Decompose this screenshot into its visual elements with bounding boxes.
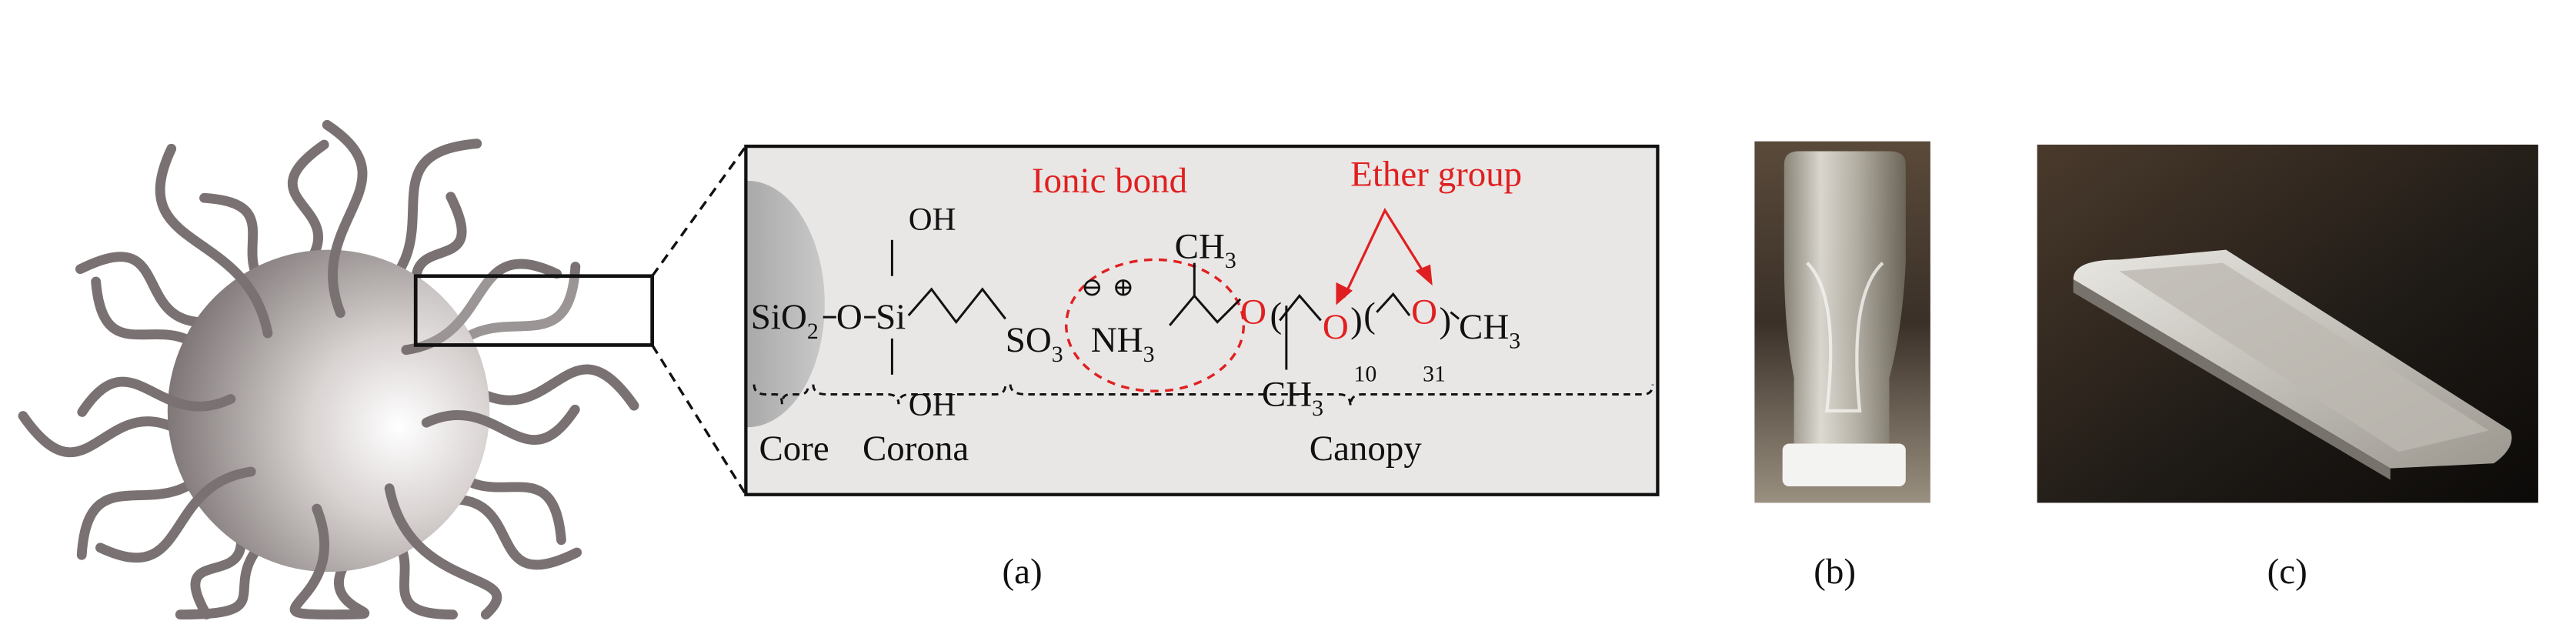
- polymer-chains-front: [77, 119, 580, 620]
- ether-oxygen-1: O: [1240, 292, 1266, 332]
- oxygen-link: O: [836, 297, 863, 337]
- polymer-chain: [469, 364, 639, 411]
- zoom-line-bottom: [651, 344, 747, 496]
- sulfonate-group: SO3: [1006, 320, 1063, 367]
- polymer-chain: [18, 411, 188, 458]
- polymer-chain: [411, 192, 467, 298]
- repeat-bracket-close-2: ): [1439, 300, 1451, 340]
- glass-vial: [1784, 151, 1906, 447]
- ether-group-label: Ether group: [1350, 154, 1522, 194]
- ammonium-group: NH3: [1091, 320, 1155, 367]
- polymer-chain: [401, 259, 562, 356]
- vial-cap: [1782, 443, 1906, 487]
- polymer-chain: [75, 252, 215, 327]
- panel-label-b: (b): [1814, 552, 1856, 592]
- polymer-chain: [289, 503, 335, 620]
- region-canopy-label: Canopy: [1310, 429, 1423, 469]
- silicon-atom: Si: [876, 297, 906, 337]
- hydroxyl-top: OH: [909, 202, 956, 238]
- tray-photo: [2037, 144, 2538, 503]
- ionic-bond-label: Ionic bond: [1032, 161, 1187, 201]
- polymer-chain: [384, 483, 502, 620]
- core-shape: [747, 180, 825, 428]
- repeat-bracket-open-2: (: [1363, 295, 1376, 336]
- sio2-label: SiO2: [751, 297, 819, 344]
- highlight-box: [413, 274, 655, 347]
- vial-photo: [1754, 141, 1930, 503]
- positive-charge: ⊕: [1113, 273, 1135, 302]
- zoom-line-top: [651, 145, 747, 277]
- region-corona-label: Corona: [863, 429, 969, 469]
- polymer-chain: [155, 143, 273, 339]
- ether-arrows: [1336, 208, 1433, 305]
- nanoparticle-illustration: [18, 119, 747, 620]
- negative-charge: ⊖: [1081, 273, 1103, 302]
- region-core-label: Core: [759, 429, 829, 469]
- chemical-structure-panel: SiO2 O Si OH OH Ionic bond ⊖ ⊕ SO3 NH3 C…: [744, 144, 1660, 496]
- structure-box: [744, 144, 1660, 496]
- hydroxyl-bottom: OH: [909, 387, 956, 423]
- polymer-chain: [95, 466, 256, 563]
- polymer-chain: [442, 494, 582, 570]
- polymer-chain: [322, 119, 368, 319]
- polymer-chain: [77, 376, 236, 417]
- methyl-end: CH3: [1459, 307, 1520, 354]
- repeat-bracket-close-1: ): [1350, 300, 1363, 340]
- methyl-top: CH3: [1175, 226, 1236, 273]
- repeat-bracket-open: (: [1270, 295, 1283, 336]
- panel-label-a: (a): [1002, 552, 1042, 592]
- polymer-chain: [287, 139, 329, 270]
- region-braces: [752, 384, 1654, 406]
- polymer-chain: [421, 404, 580, 445]
- silica-core-sphere: [167, 249, 490, 573]
- ether-oxygen-2: O: [1323, 307, 1349, 347]
- ether-oxygen-3: O: [1411, 292, 1437, 332]
- repeat-count-31: 31: [1423, 361, 1446, 386]
- repeat-count-10: 10: [1353, 361, 1376, 386]
- ionic-bond-circle: [1065, 258, 1246, 392]
- polymer-chain: [190, 524, 246, 620]
- polymer-chain: [328, 552, 370, 620]
- panel-label-c: (c): [2267, 552, 2307, 592]
